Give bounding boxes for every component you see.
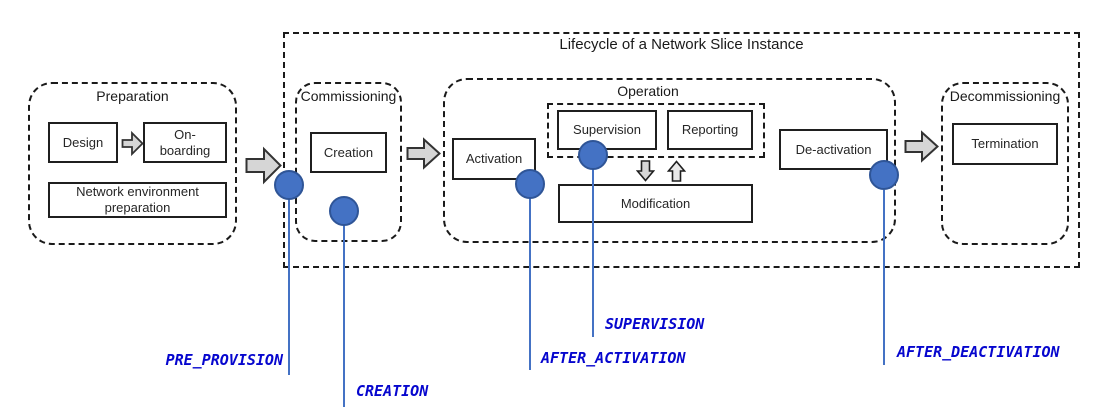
design-step-box: Design bbox=[48, 122, 118, 163]
modification-step-box: Modification bbox=[558, 184, 753, 223]
termination-step-box: Termination bbox=[952, 123, 1058, 165]
after-deactivation-label: AFTER_DEACTIVATION bbox=[897, 343, 1060, 361]
diagram-title: Lifecycle of a Network Slice Instance bbox=[559, 36, 804, 53]
supervision-label: SUPERVISION bbox=[605, 315, 705, 333]
design-to-onboarding-arrow-icon bbox=[121, 130, 144, 157]
after-deactivation-leader-line bbox=[883, 190, 885, 365]
pre-provision-marker bbox=[274, 170, 304, 200]
creation-step-box: Creation bbox=[310, 132, 387, 173]
operation-phase-title: Operation bbox=[617, 83, 679, 99]
after-activation-leader-line bbox=[529, 197, 531, 370]
supervision-marker bbox=[578, 140, 608, 170]
supervision-leader-line bbox=[592, 168, 594, 337]
creation-leader-line bbox=[343, 224, 345, 407]
supervision-reporting-group-box bbox=[547, 103, 765, 158]
reporting-step-box: Reporting bbox=[667, 110, 753, 150]
after-activation-marker bbox=[515, 169, 545, 199]
onboarding-step-box: On- boarding bbox=[143, 122, 227, 163]
after-deactivation-marker bbox=[869, 160, 899, 190]
after-activation-label: AFTER_ACTIVATION bbox=[541, 349, 686, 367]
creation-marker bbox=[329, 196, 359, 226]
network-env-step-box: Network environment preparation bbox=[48, 182, 227, 218]
preparation-phase-box bbox=[28, 82, 237, 245]
commissioning-phase-title: Commissioning bbox=[300, 88, 397, 104]
decommissioning-phase-title: Decommissioning bbox=[949, 88, 1061, 104]
prep-to-commissioning-arrow-icon bbox=[245, 146, 282, 185]
commissioning-to-operation-arrow-icon bbox=[406, 137, 441, 170]
operation-phase-box bbox=[443, 78, 896, 243]
preparation-phase-title: Preparation bbox=[96, 88, 169, 104]
modification-up-arrow-icon bbox=[667, 160, 686, 182]
modification-down-arrow-icon bbox=[636, 160, 655, 182]
pre-provision-label: PRE_PROVISION bbox=[165, 351, 283, 369]
commissioning-phase-box bbox=[295, 82, 402, 242]
lifecycle-outer-box bbox=[283, 32, 1080, 268]
creation-label: CREATION bbox=[356, 382, 429, 400]
deactivation-step-box: De-activation bbox=[779, 129, 888, 170]
pre-provision-leader-line bbox=[288, 198, 290, 375]
operation-to-decommissioning-arrow-icon bbox=[904, 130, 939, 163]
decommissioning-phase-box bbox=[941, 82, 1069, 245]
supervision-step-box: Supervision bbox=[557, 110, 657, 150]
